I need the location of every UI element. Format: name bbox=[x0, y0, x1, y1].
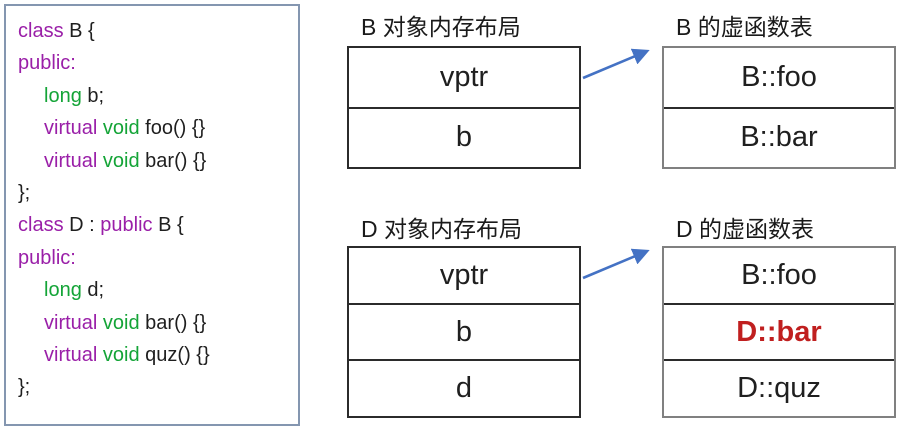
code-line: class B { bbox=[18, 15, 294, 47]
d-memory-layout-box: vptr b d bbox=[347, 246, 581, 418]
d-memory-cell-d: d bbox=[349, 359, 579, 416]
code-line: virtual void quz() {} bbox=[18, 339, 294, 371]
b-memory-cell-b: b bbox=[349, 106, 579, 168]
code-line: public: bbox=[18, 47, 294, 79]
code-panel: class B { public: long b; virtual void f… bbox=[4, 4, 300, 426]
code-token: void bbox=[102, 343, 146, 366]
code-token: foo() {} bbox=[145, 117, 206, 140]
code-token: long bbox=[44, 279, 88, 302]
code-token: virtual bbox=[44, 311, 103, 334]
code-token: public bbox=[100, 214, 159, 237]
code-token: }; bbox=[18, 376, 31, 399]
d-vptr-arrow bbox=[582, 248, 650, 280]
code-token: virtual bbox=[44, 117, 103, 140]
d-memory-layout-title: D 对象内存布局 bbox=[361, 216, 522, 242]
code-token: void bbox=[102, 149, 146, 172]
code-line: virtual void bar() {} bbox=[18, 145, 294, 177]
code-token: b; bbox=[87, 84, 105, 107]
code-token: public: bbox=[18, 246, 76, 269]
code-token: public: bbox=[18, 52, 76, 75]
d-vtable-box: B::foo D::bar D::quz bbox=[662, 246, 896, 418]
code-line: virtual void foo() {} bbox=[18, 112, 294, 144]
code-line: }; bbox=[18, 371, 294, 403]
code-line: class D : public B { bbox=[18, 209, 294, 241]
code-token: bar() {} bbox=[145, 149, 207, 172]
d-vtable-cell-foo: B::foo bbox=[741, 258, 817, 291]
d-vtable-cell-bar-overridden: D::bar bbox=[664, 302, 894, 360]
code-token: virtual bbox=[44, 149, 103, 172]
b-vtable-cell-foo: B::foo bbox=[741, 60, 817, 93]
code-token: virtual bbox=[44, 343, 103, 366]
code-token: class bbox=[18, 20, 70, 42]
code-token: quz() {} bbox=[145, 343, 210, 366]
code-token: B { bbox=[69, 20, 95, 42]
d-vtable-title: D 的虚函数表 bbox=[676, 216, 814, 242]
code-line: long d; bbox=[18, 274, 294, 306]
b-memory-cell-vptr: vptr bbox=[439, 60, 489, 93]
code-token: }; bbox=[18, 181, 31, 204]
code-line: virtual void bar() {} bbox=[18, 307, 294, 339]
code-line: long b; bbox=[18, 80, 294, 112]
code-token: void bbox=[102, 311, 146, 334]
b-memory-layout-box: vptr b bbox=[347, 46, 581, 169]
code-token: class bbox=[18, 214, 70, 237]
code-line: public: bbox=[18, 242, 294, 274]
code-token: d; bbox=[87, 279, 105, 302]
b-memory-layout-title: B 对象内存布局 bbox=[361, 14, 521, 40]
b-vptr-arrow bbox=[582, 48, 650, 80]
code-token: D : bbox=[69, 214, 101, 237]
d-memory-cell-b: b bbox=[349, 302, 579, 360]
code-token: long bbox=[44, 84, 88, 107]
code-line: }; bbox=[18, 177, 294, 209]
code-token: B { bbox=[158, 214, 184, 237]
b-vtable-box: B::foo B::bar bbox=[662, 46, 896, 169]
b-vtable-title: B 的虚函数表 bbox=[676, 14, 813, 40]
code-token: bar() {} bbox=[145, 311, 207, 334]
code-token: void bbox=[102, 117, 146, 140]
b-vtable-cell-bar: B::bar bbox=[664, 106, 894, 168]
d-memory-cell-vptr: vptr bbox=[439, 258, 489, 291]
d-vtable-cell-quz: D::quz bbox=[664, 359, 894, 416]
